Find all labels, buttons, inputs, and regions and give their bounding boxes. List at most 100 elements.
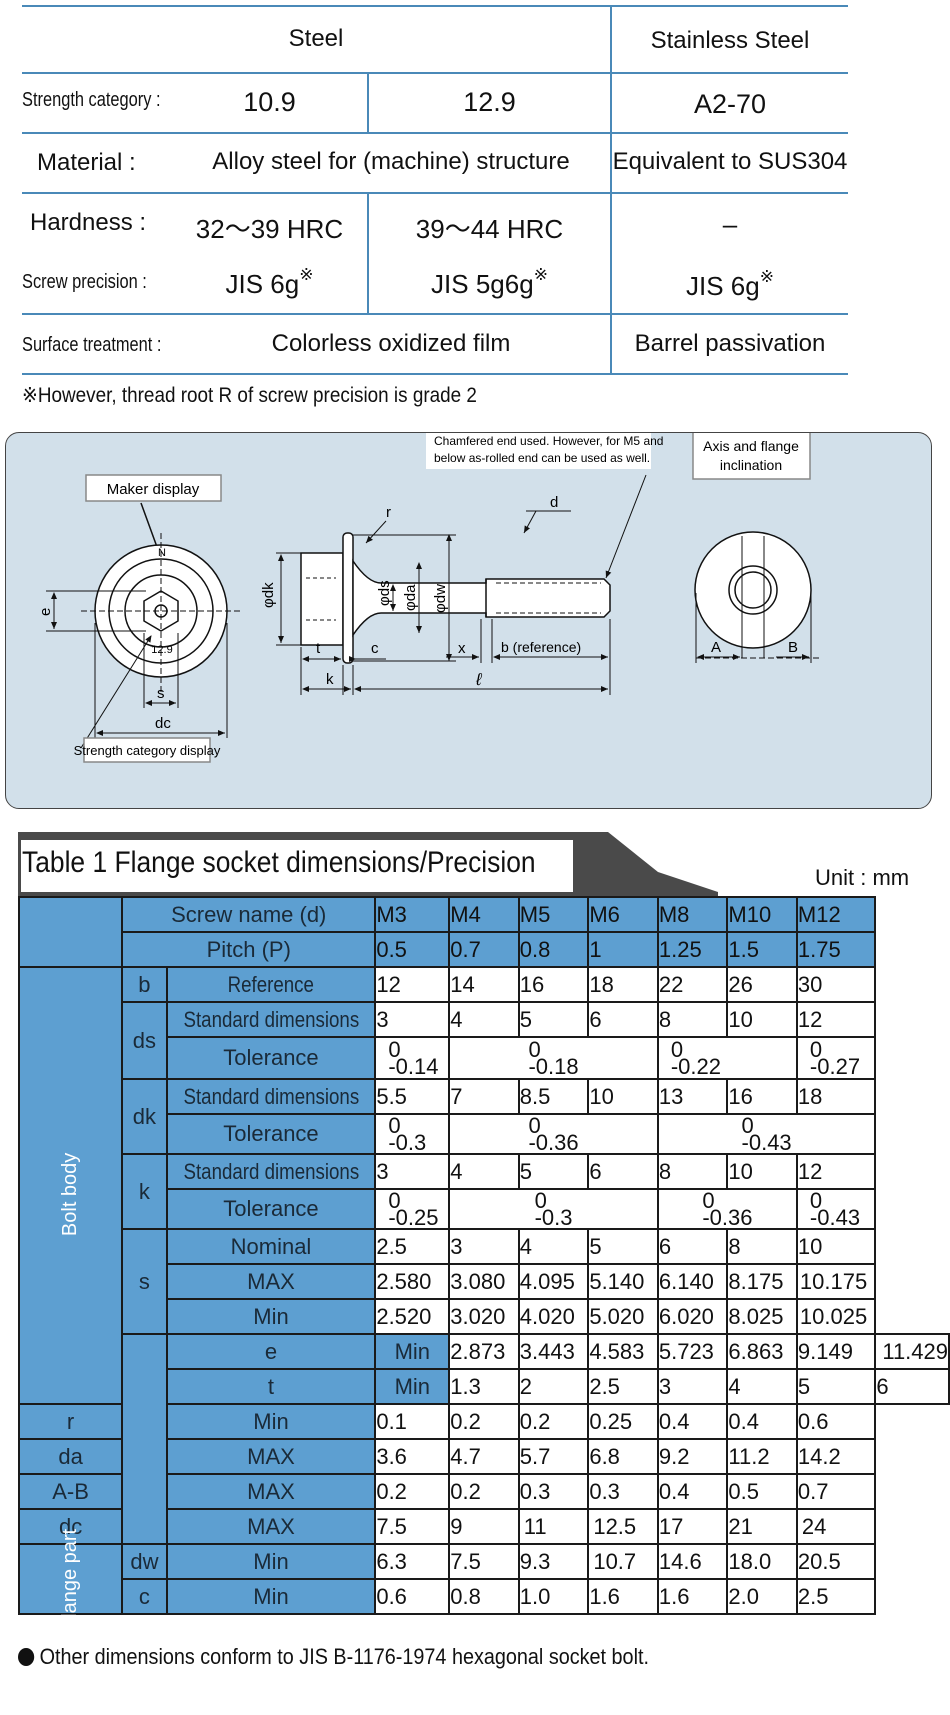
cell-value: 8.5 [517,1078,590,1115]
cell-value: 22 [656,966,729,1003]
hardness-10-9: 32～39 HRC [195,214,344,244]
dim-ds: φds [376,580,393,606]
maker-display-label: Maker display [107,481,200,498]
cell-value: 0.8 [448,1578,520,1615]
cell-value: 4 [726,1368,798,1405]
cell-value: 4 [448,1001,520,1038]
dim-sub: Tolerance [165,1188,377,1230]
corner-cell [17,896,124,968]
divider [610,5,612,375]
cell-value: 16 [726,1078,798,1115]
cell-value: 8.175 [726,1263,798,1300]
cell-value: 4.583 [587,1333,659,1370]
cell-value: 6.8 [587,1438,659,1475]
cell-value: 2.5 [587,1368,659,1405]
cell-value: 10.025 [795,1298,877,1335]
dim-sub: Min [165,1578,377,1615]
cell-value: 13 [656,1078,729,1115]
table-row: Tolerance 0-0.3 0-0.36 0-0.43 [19,1113,949,1155]
cell-value: 8 [656,1153,729,1190]
cell-value: 12.5 [587,1508,659,1545]
cell-value: 7.5 [374,1508,451,1545]
table-row: Tolerance 0-0.25 0-0.3 0-0.36 0-0.43 [19,1188,949,1230]
cell-value: 3.443 [517,1333,590,1370]
cell-value: 4 [448,1153,520,1190]
cell-value: 14 [448,966,520,1003]
cell-value: 0.4 [656,1403,729,1440]
cell-value: 1.6 [587,1578,659,1615]
screw-name-label: Screw name (d) [121,896,377,933]
cell-value: 26 [726,966,798,1003]
cell-value: 0.5 [726,1473,798,1510]
cell-value: 1.0 [517,1578,590,1615]
flange-part-label: Flange part [59,1528,82,1630]
table-row: e Min 2.873 3.443 4.583 5.723 6.863 9.14… [19,1333,950,1545]
size-header: M4 [448,896,520,933]
cell-value: 1.3 [448,1368,520,1405]
table-row: k Standard dimensions 3 4 5 6 8 10 12 [19,1153,949,1230]
material-steel: Alloy steel for (machine) structure [212,148,570,175]
rule [22,373,848,375]
dim-k: k [326,671,334,688]
cell-value: 3 [374,1153,451,1190]
cell-value: 0.7 [795,1473,877,1510]
cell-value: 0.6 [795,1403,877,1440]
cell-value: 10 [795,1228,877,1265]
table-row: A-B MAX 0.2 0.2 0.3 0.3 0.4 0.5 0.7 [17,1473,949,1510]
cell-value: 9.149 [795,1333,877,1370]
cell-value: 0.2 [448,1403,520,1440]
dim-sub: MAX [165,1438,377,1475]
surface-stainless: Barrel passivation [634,330,826,357]
table-row: MAX 2.580 3.080 4.095 5.140 6.140 8.175 … [19,1263,949,1300]
dim-name: e [165,1333,377,1370]
cell-value: 0.2 [517,1403,590,1440]
cell-value: 8 [656,1001,729,1038]
footnote: Other dimensions conform to JIS B-1176-1… [18,1644,649,1670]
dim-sub: Standard dimensions [165,1153,377,1190]
divider [367,192,369,313]
dim-name: t [165,1368,377,1405]
cell-value: 18.0 [726,1543,798,1580]
material-spec-table: Steel Stainless Steel Strength category … [22,5,848,375]
precision-stainless: JIS 6g※ [686,267,774,301]
bolt-diagram-panel: Maker display N 12.9 Strength category d… [5,432,932,809]
dim-sub: MAX [165,1508,377,1545]
cell-value: 2.520 [374,1298,451,1335]
cell-value: 0.25 [587,1403,659,1440]
pitch-value: 0.8 [517,931,590,968]
table-row: Min 2.520 3.020 4.020 5.020 6.020 8.025 … [19,1298,949,1335]
table-row: Bolt body b Reference 12 14 16 18 22 26 … [17,966,949,1405]
cell-value: 5 [795,1368,877,1405]
tolerance-cell: 0-0.22 [656,1036,798,1080]
cell-value: 0.6 [374,1578,451,1615]
cell-value: 18 [587,966,659,1003]
dim-sub: Min [374,1368,451,1405]
cell-value: 0.4 [726,1403,798,1440]
cell-value: 11.2 [726,1438,798,1475]
pitch-value: 1.75 [795,931,877,968]
cell-value: 14.2 [795,1438,877,1475]
dim-sub: Nominal [165,1228,377,1265]
cell-value: 6.020 [656,1298,729,1335]
dim-sub: Standard dimensions [165,1078,377,1115]
pitch-label: Pitch (P) [121,931,377,968]
cell-value: 3 [656,1368,729,1405]
cell-value: 5.723 [656,1333,729,1370]
header-stainless: Stainless Steel [650,27,810,54]
side-view [276,433,651,695]
dim-b: b (reference) [501,639,581,655]
table-row: dk Standard dimensions 5.5 7 8.5 10 13 1… [19,1078,949,1155]
cell-value: 9.3 [517,1543,590,1580]
rule [22,5,848,7]
cell-value: 0.4 [656,1473,729,1510]
cell-value: 5 [517,1153,590,1190]
axis-note-2: inclination [720,457,782,473]
cell-value: 6 [587,1001,659,1038]
cell-value: 7 [448,1078,520,1115]
cell-value: 20.5 [795,1543,877,1580]
pitch-value: 0.7 [448,931,520,968]
dim-name: ds [121,1001,168,1080]
table-row: t Min 1.3 2 2.5 3 4 5 6 [19,1368,950,1405]
dim-name: dw [121,1543,168,1580]
cell-value: 6.3 [374,1543,451,1580]
